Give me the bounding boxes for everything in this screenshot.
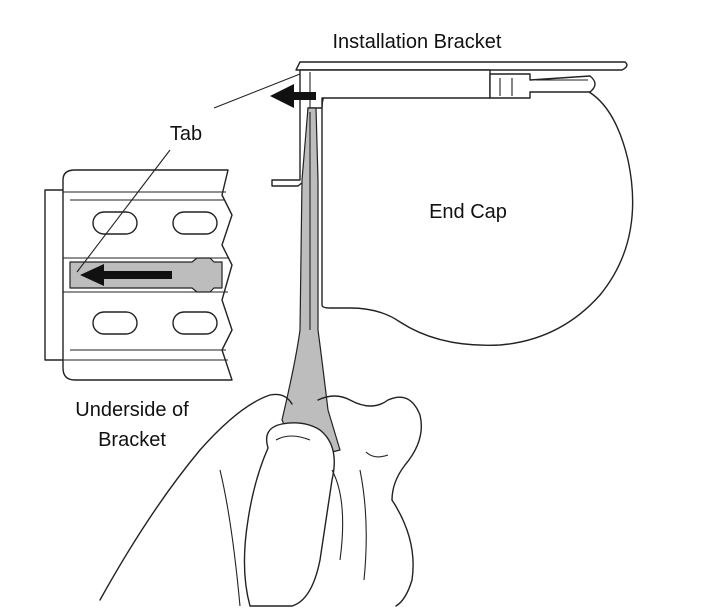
underside-bracket-detail xyxy=(44,169,233,381)
slot-hole xyxy=(172,311,218,335)
end-cap-label: End Cap xyxy=(429,201,507,223)
tab-leader-line xyxy=(76,149,171,273)
underside-label-line2: Bracket xyxy=(98,429,166,451)
tab-label: Tab xyxy=(170,123,202,145)
underside-label-line1: Underside of xyxy=(75,399,189,421)
hand xyxy=(99,393,423,607)
slot-hole xyxy=(92,311,138,335)
slot-hole xyxy=(172,211,218,235)
installation-bracket xyxy=(271,61,628,187)
bracket-leader-line xyxy=(213,73,301,109)
installation-bracket-label: Installation Bracket xyxy=(333,31,502,53)
left-arrow-icon xyxy=(80,264,172,286)
left-arrow-icon xyxy=(270,84,316,108)
